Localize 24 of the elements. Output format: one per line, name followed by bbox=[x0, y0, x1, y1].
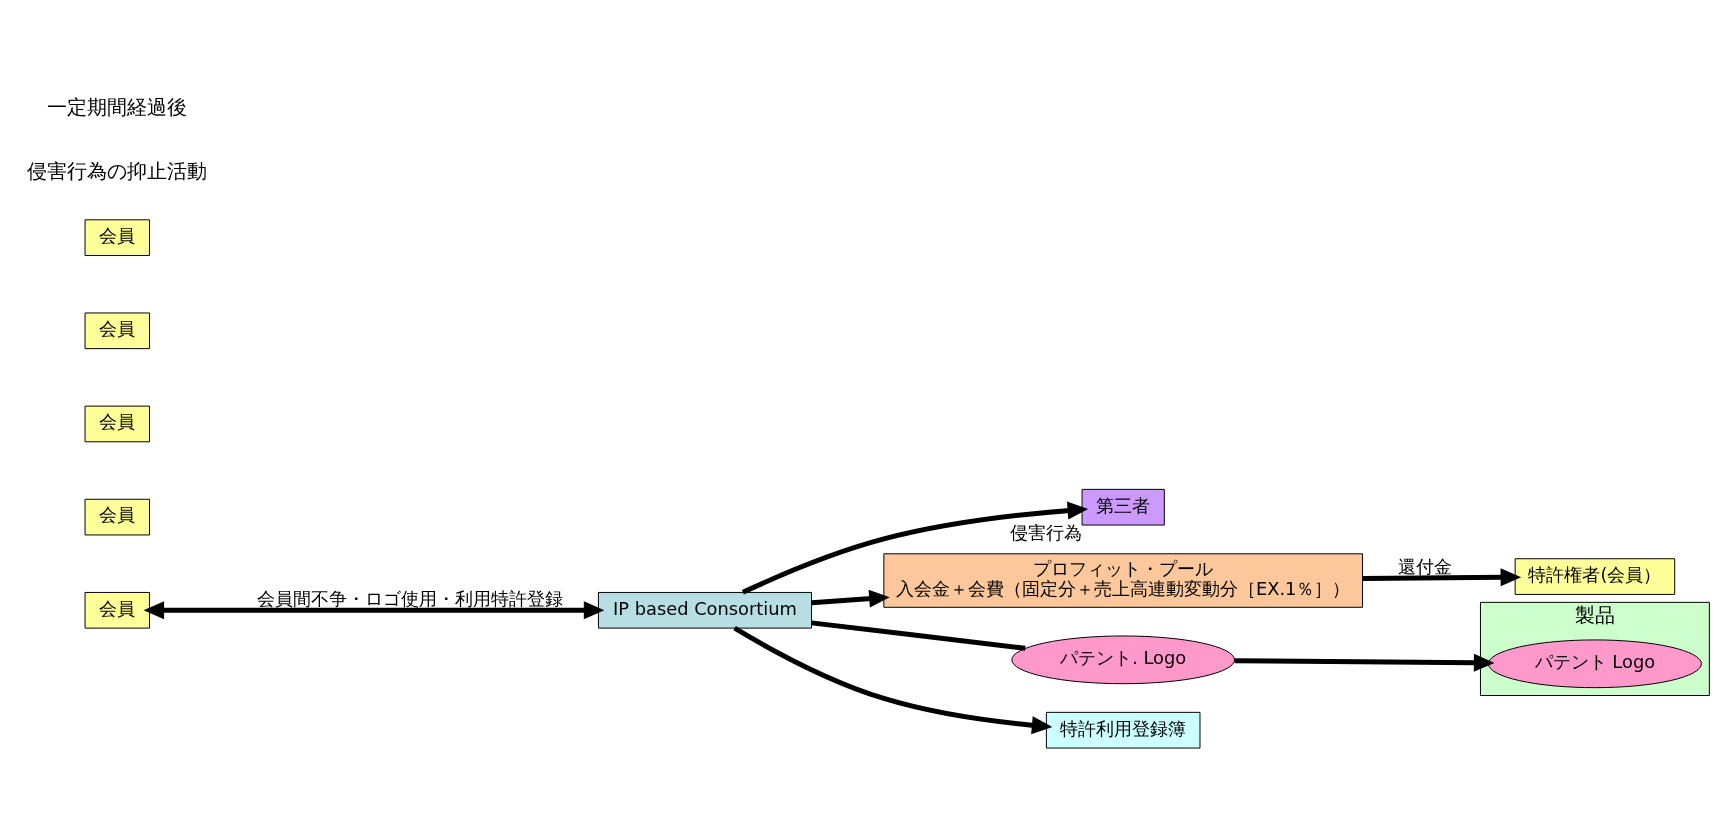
node-box: プロフィット・プール 入会金＋会費（固定分＋売上高連動変動分［EX.1％］） bbox=[883, 552, 1364, 608]
arrow bbox=[143, 600, 605, 619]
node-box: 会員 bbox=[84, 218, 150, 256]
node-box: 会員 bbox=[84, 498, 150, 535]
node-ellipse: パテント. Logo bbox=[1011, 634, 1236, 684]
node-box: 特許権者(会員） bbox=[1514, 557, 1676, 595]
node-box: IP based Consortium bbox=[597, 591, 812, 629]
arrow bbox=[1362, 567, 1522, 586]
node-box: 会員 bbox=[84, 311, 150, 349]
arrow bbox=[741, 501, 1089, 595]
node-box: 会員 bbox=[84, 405, 150, 442]
node-label: 侵害行為 bbox=[1009, 521, 1082, 543]
node-box: 会員 bbox=[84, 591, 150, 629]
connector bbox=[811, 619, 1026, 651]
label: 一定期間経過後 bbox=[47, 95, 188, 119]
label: 侵害行為の抑止活動 bbox=[27, 159, 208, 183]
arrow bbox=[811, 589, 890, 608]
node-box: 特許利用登録簿 bbox=[1045, 711, 1201, 749]
edge-label: 会員間不争・ロゴ使用・利用特許登録 bbox=[257, 587, 564, 609]
arrow bbox=[1234, 653, 1495, 672]
arrow bbox=[733, 625, 1053, 734]
node-box: 第三者 bbox=[1081, 488, 1165, 526]
node-ellipse: パテント Logo bbox=[1487, 638, 1702, 688]
edge-label: 還付金 bbox=[1398, 555, 1453, 577]
